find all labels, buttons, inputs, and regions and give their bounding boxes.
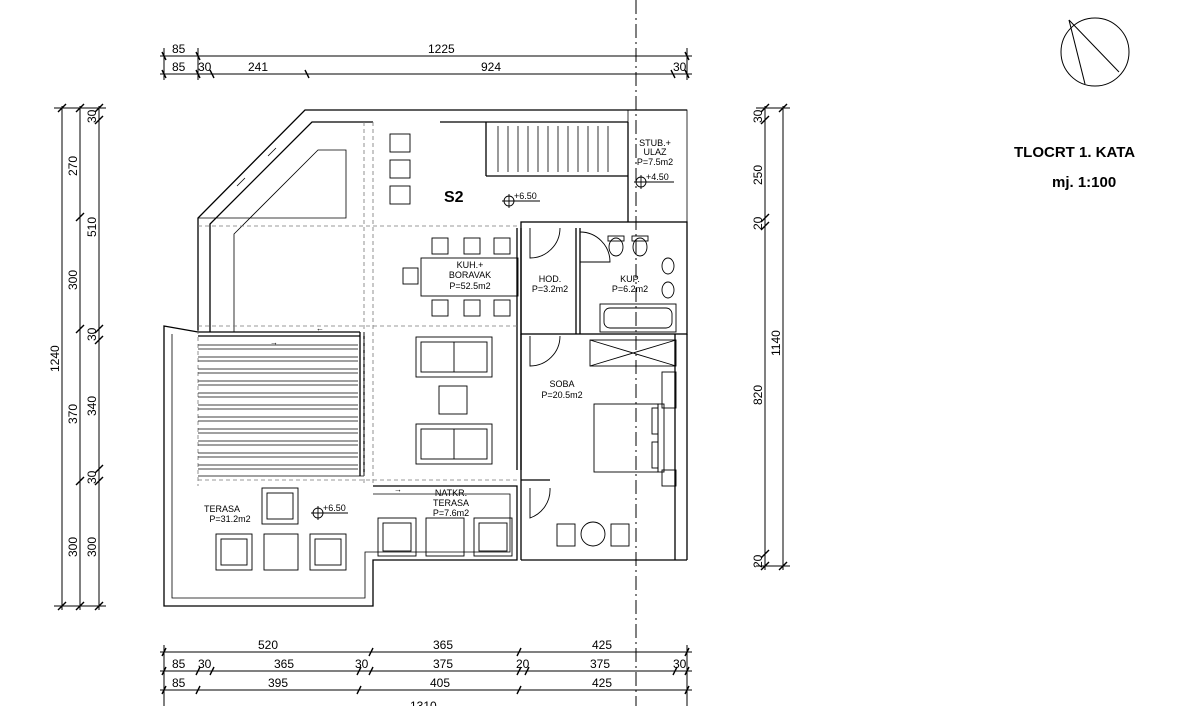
dim-bottom3-405: 405 [430, 676, 450, 690]
drawing-scale: mj. 1:100 [1052, 174, 1116, 191]
dim-bottom-total: 1310 [410, 699, 437, 706]
dim-right-20a: 20 [751, 216, 765, 230]
dimension-left: 1240 270 510 300 370 300 30 30 340 30 30… [48, 103, 106, 611]
dim-left-30b: 30 [85, 327, 99, 341]
dim-bottom2-30c: 30 [673, 657, 687, 671]
level-terrace: +6.50 [323, 503, 346, 513]
room-kitchen-name2: BORAVAK [449, 270, 491, 280]
dim-left-300b: 300 [66, 537, 80, 557]
walls [163, 109, 688, 607]
room-stairs: STUB.+ ULAZ P=7.5m2 [637, 138, 673, 167]
dim-bottom3-85: 85 [172, 676, 186, 690]
dim-bottom2-365: 365 [274, 657, 294, 671]
room-terrace: TERASA P=31.2m2 [204, 504, 251, 524]
room-covered-terrace-name: NATKR. [435, 488, 467, 498]
north-arrow-icon [1060, 17, 1130, 87]
room-kitchen-name: KUH.+ [457, 260, 484, 270]
dim-right-1140: 1140 [769, 330, 783, 356]
staircase [497, 126, 609, 172]
room-stairs-name2: ULAZ [643, 147, 667, 157]
dim-left-300a: 300 [66, 270, 80, 290]
room-terrace-name: TERASA [204, 504, 240, 514]
dim-bottom-425: 425 [592, 638, 612, 652]
furniture [215, 133, 677, 571]
dim-right-250: 250 [751, 165, 765, 185]
room-stairs-name: STUB.+ [639, 138, 671, 148]
svg-text:←: ← [316, 324, 324, 333]
dim-left-30c: 30 [85, 470, 99, 484]
dim-left-270: 270 [66, 156, 80, 176]
dimension-bottom: 520 365 425 85 30 365 30 375 20 375 30 8… [160, 638, 692, 706]
sliding-arrows: → ← → [270, 324, 402, 494]
dashed-overhead-lines [197, 122, 517, 486]
level-markers: +6.50 +4.50 +6.50 [311, 172, 674, 520]
svg-text:→: → [270, 338, 278, 347]
room-kitchen-area: P=52.5m2 [449, 281, 490, 291]
dim-bottom-520: 520 [258, 638, 278, 652]
dim-bottom-365: 365 [433, 638, 453, 652]
dim-top2-30b: 30 [673, 60, 687, 74]
dim-left-300c: 300 [85, 537, 99, 557]
level-stairs: +4.50 [646, 172, 669, 182]
level-marker-icon [634, 175, 674, 189]
dim-left-370: 370 [66, 404, 80, 424]
dim-bottom2-30a: 30 [198, 657, 212, 671]
room-covered-terrace: NATKR. TERASA P=7.6m2 [433, 488, 469, 518]
room-covered-terrace-area: P=7.6m2 [433, 508, 469, 518]
dim-bottom2-375a: 375 [433, 657, 453, 671]
dimension-right: 30 250 20 820 20 1140 [751, 103, 790, 571]
dim-left-510: 510 [85, 217, 99, 237]
dim-bottom2-85: 85 [172, 657, 186, 671]
level-marker-icon [502, 194, 540, 208]
dim-top2-30a: 30 [198, 60, 212, 74]
room-bedroom: SOBA P=20.5m2 [541, 379, 582, 400]
dim-bottom3-395: 395 [268, 676, 288, 690]
room-bath-name: KUP. [620, 274, 640, 284]
dim-left-1240: 1240 [48, 345, 62, 372]
room-kitchen: KUH.+ BORAVAK P=52.5m2 [449, 260, 491, 291]
room-bedroom-area: P=20.5m2 [541, 390, 582, 400]
unit-label: S2 [444, 189, 464, 206]
room-hall: HOD. P=3.2m2 [532, 274, 568, 294]
level-main: +6.50 [514, 191, 537, 201]
room-stairs-area: P=7.5m2 [637, 157, 673, 167]
room-bath-area: P=6.2m2 [612, 284, 648, 294]
dim-left-30a: 30 [85, 109, 99, 123]
room-bath: KUP. P=6.2m2 [612, 274, 648, 294]
room-covered-terrace-name2: TERASA [433, 498, 469, 508]
svg-text:→: → [394, 485, 402, 494]
dim-right-20b: 20 [751, 554, 765, 568]
room-hall-name: HOD. [539, 274, 562, 284]
room-terrace-area: P=31.2m2 [209, 514, 250, 524]
dim-right-30: 30 [751, 109, 765, 123]
drawing-title: TLOCRT 1. KATA [1014, 144, 1135, 161]
room-bedroom-name: SOBA [549, 379, 574, 389]
dim-top-85: 85 [172, 42, 186, 56]
pergola-slats [198, 344, 358, 470]
dim-left-340: 340 [85, 396, 99, 416]
dim-bottom2-30b: 30 [355, 657, 369, 671]
dim-top2-924: 924 [481, 60, 501, 74]
room-hall-area: P=3.2m2 [532, 284, 568, 294]
doors [529, 227, 611, 519]
dim-top2-85: 85 [172, 60, 186, 74]
dim-top2-241: 241 [248, 60, 268, 74]
dim-bottom2-375b: 375 [590, 657, 610, 671]
dim-right-820: 820 [751, 385, 765, 405]
dimension-top: 85 1225 85 30 241 924 30 [160, 42, 692, 80]
dim-top-1225: 1225 [428, 42, 455, 56]
dim-bottom2-20: 20 [516, 657, 530, 671]
level-marker-icon [311, 506, 348, 520]
dim-bottom3-425: 425 [592, 676, 612, 690]
